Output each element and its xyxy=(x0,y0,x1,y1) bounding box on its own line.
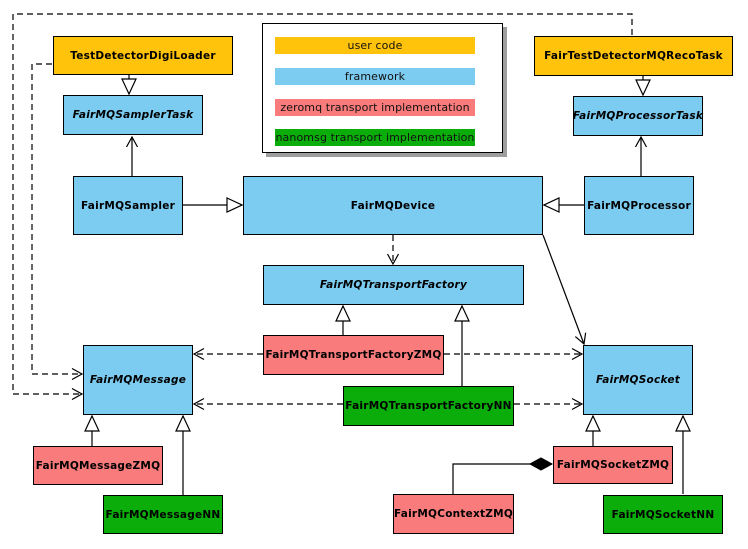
node-test-detector-digi-loader: TestDetectorDigiLoader xyxy=(53,36,233,75)
node-fairmq-device: FairMQDevice xyxy=(243,176,543,235)
legend-swatch-nanomsg: nanomsg transport implementation xyxy=(275,129,475,146)
node-fairmq-socket: FairMQSocket xyxy=(583,345,693,415)
node-fairmq-message-zmq: FairMQMessageZMQ xyxy=(33,446,163,485)
edge-recotask-to-message xyxy=(12,13,633,394)
node-fairmq-processor-task: FairMQProcessorTask xyxy=(573,96,703,136)
node-fairmq-sampler-task: FairMQSamplerTask xyxy=(63,95,203,135)
node-fairmq-message-nn: FairMQMessageNN xyxy=(103,495,223,534)
node-fairmq-socket-nn: FairMQSocketNN xyxy=(603,495,723,534)
legend-swatch-user-code: user code xyxy=(275,37,475,54)
edge-contextzmq-composition-socketzmq xyxy=(452,464,552,494)
node-fair-test-detector-mq-reco-task: FairTestDetectorMQRecoTask xyxy=(534,36,733,76)
node-fairmq-message: FairMQMessage xyxy=(83,345,193,415)
node-fairmq-processor: FairMQProcessor xyxy=(584,176,694,235)
legend: user code framework zeromq transport imp… xyxy=(262,23,503,153)
node-fairmq-sampler: FairMQSampler xyxy=(73,176,183,235)
node-fairmq-transport-factory-nn: FairMQTransportFactoryNN xyxy=(343,386,514,426)
legend-swatch-zeromq: zeromq transport implementation xyxy=(275,99,475,116)
edge-digiloader-to-message xyxy=(31,63,82,374)
node-fairmq-transport-factory: FairMQTransportFactory xyxy=(263,265,524,305)
node-fairmq-socket-zmq: FairMQSocketZMQ xyxy=(553,446,673,484)
edge-device-to-socket xyxy=(542,234,584,344)
node-fairmq-context-zmq: FairMQContextZMQ xyxy=(393,494,514,534)
node-fairmq-transport-factory-zmq: FairMQTransportFactoryZMQ xyxy=(263,335,444,375)
legend-swatch-framework: framework xyxy=(275,68,475,85)
